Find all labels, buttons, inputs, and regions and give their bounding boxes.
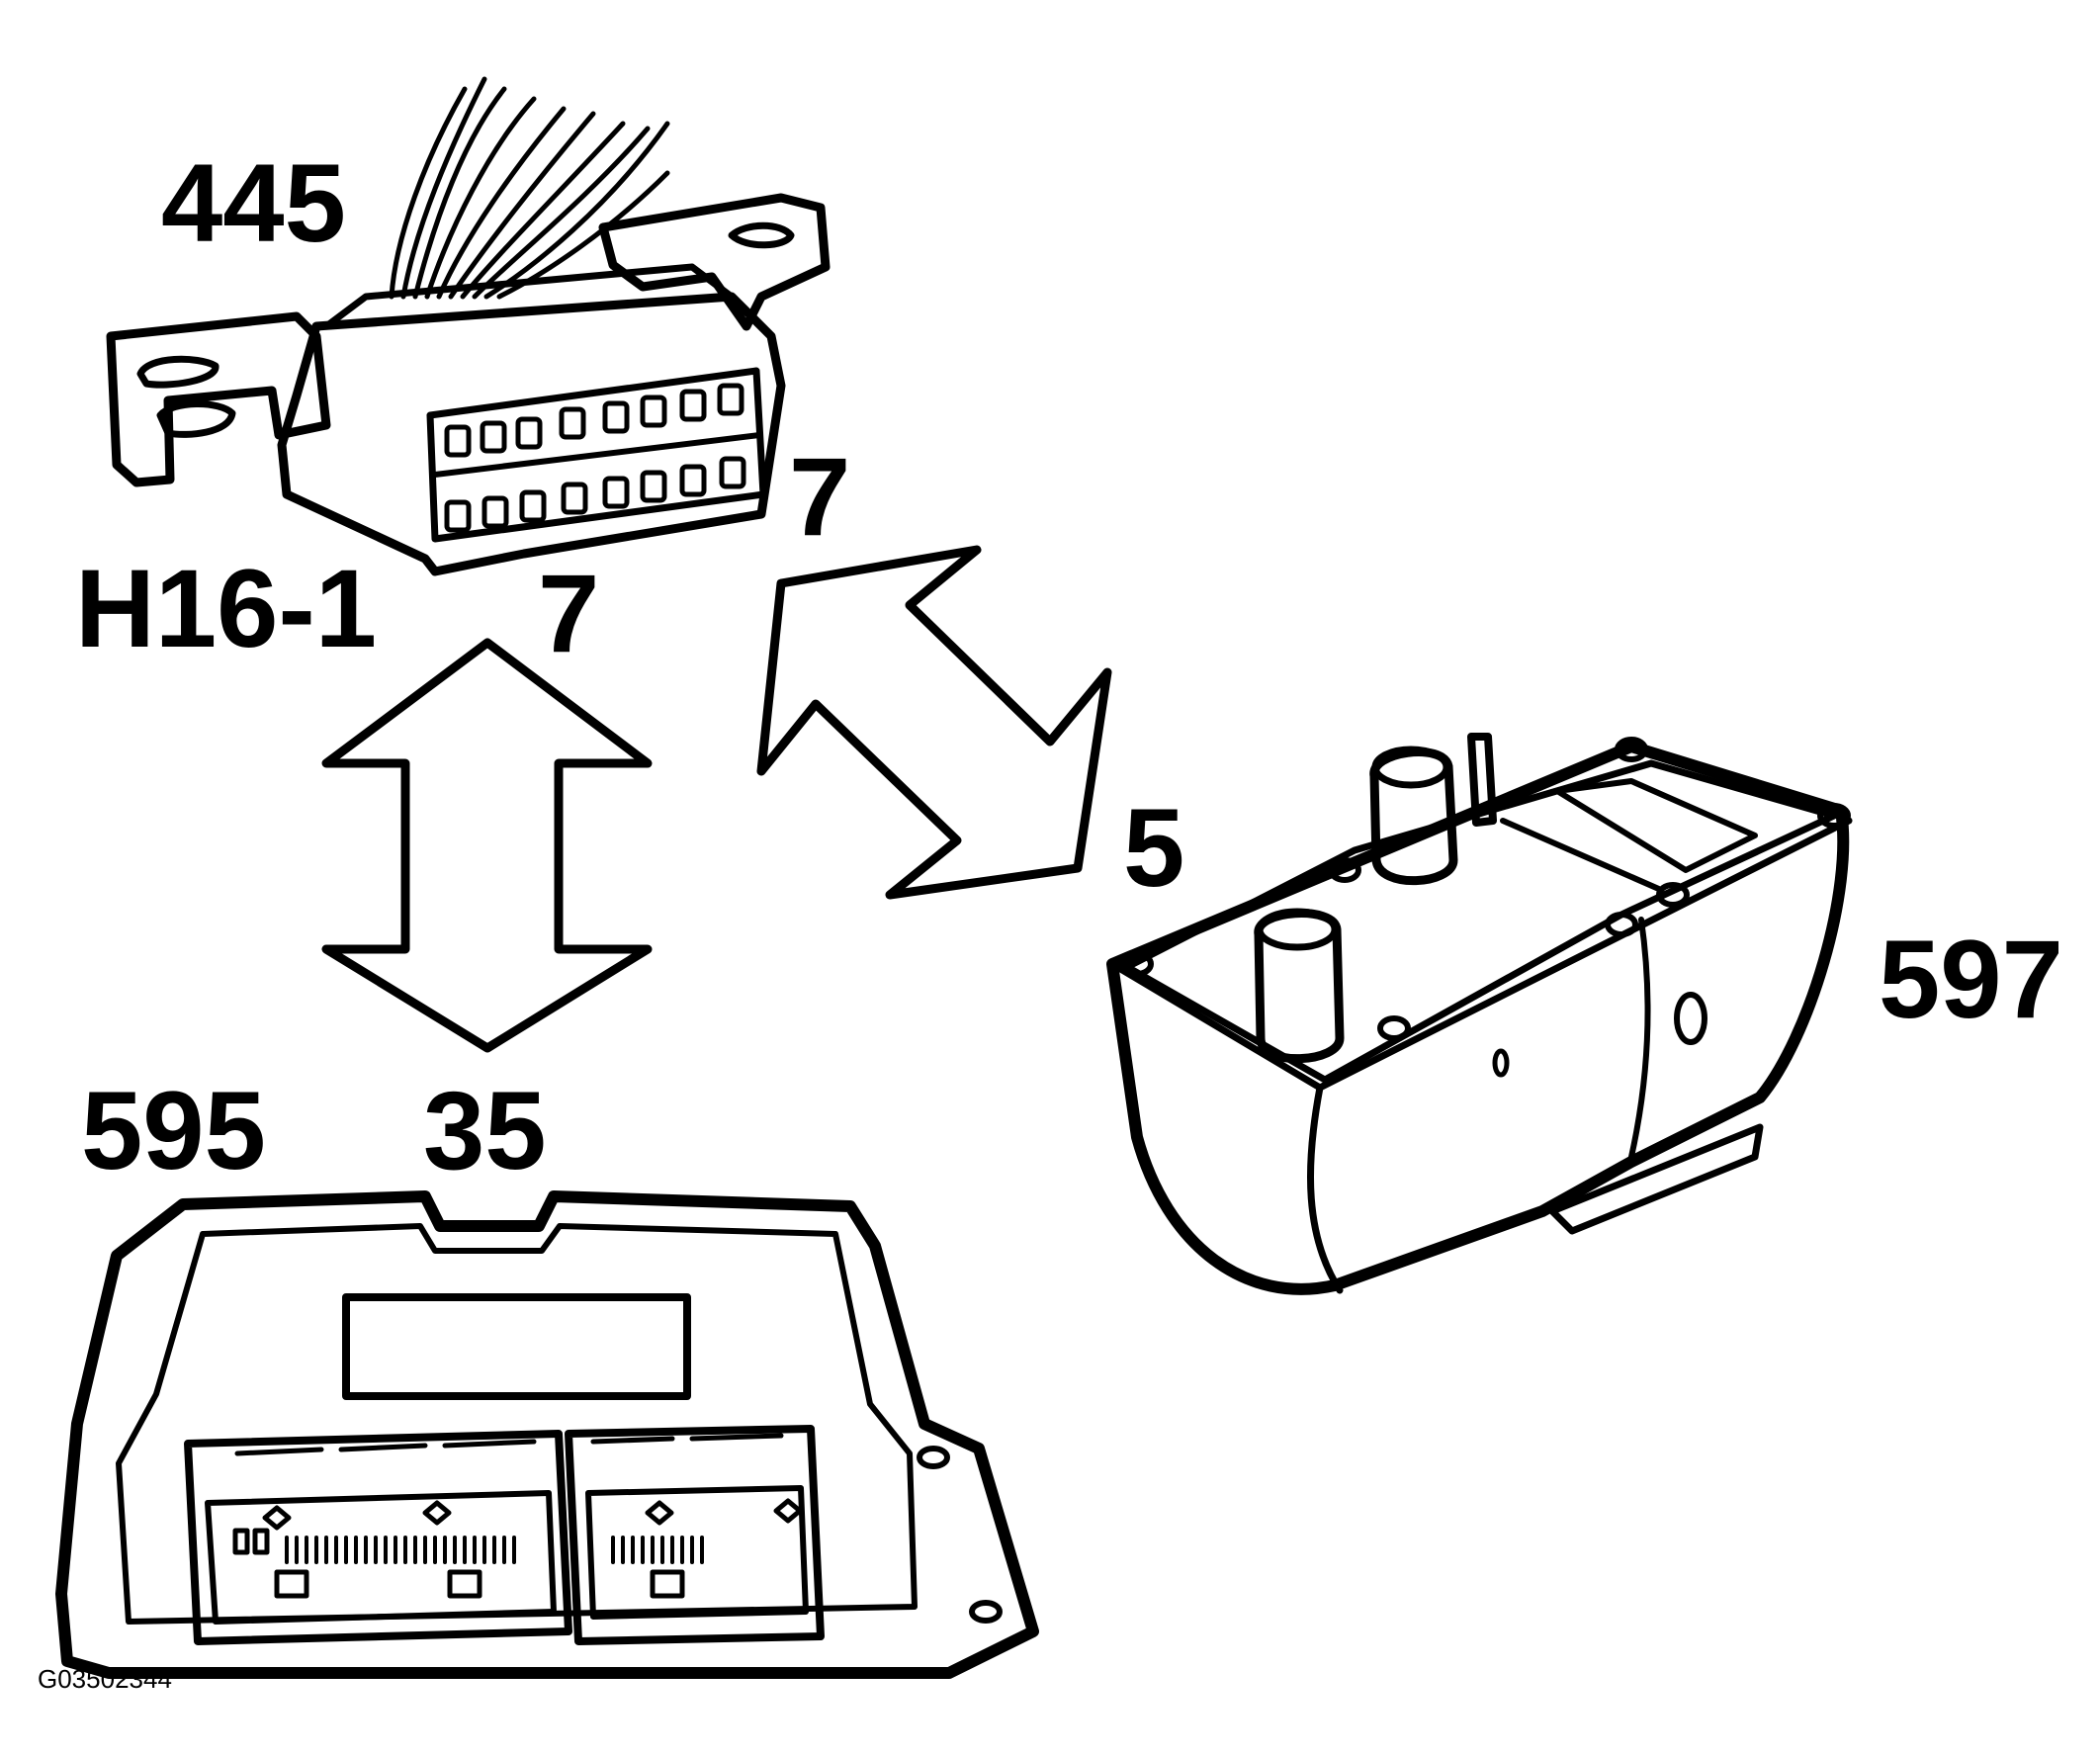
- double-arrow-vertical: [321, 638, 653, 1053]
- figure-code: G03502344: [38, 1664, 172, 1694]
- component-number-595: 595: [81, 1069, 266, 1192]
- pin-label-connector-to-ecm: 7: [538, 552, 600, 675]
- pin-label-heater: 5: [1123, 786, 1185, 910]
- component-number-445: 445: [161, 141, 346, 265]
- pin-label-ecm: 35: [423, 1069, 547, 1192]
- pin-label-connector-to-heater: 7: [789, 435, 851, 559]
- auxiliary-heater-unit-icon: [1106, 733, 1853, 1295]
- wire-bundle: [389, 76, 670, 300]
- double-arrow-diagonal: [756, 545, 1112, 900]
- connector-id-label: H16-1: [75, 547, 378, 670]
- engine-control-module-icon: [55, 1190, 1039, 1679]
- obd-diagnostic-connector-icon: [106, 76, 831, 576]
- component-number-597: 597: [1879, 918, 2063, 1041]
